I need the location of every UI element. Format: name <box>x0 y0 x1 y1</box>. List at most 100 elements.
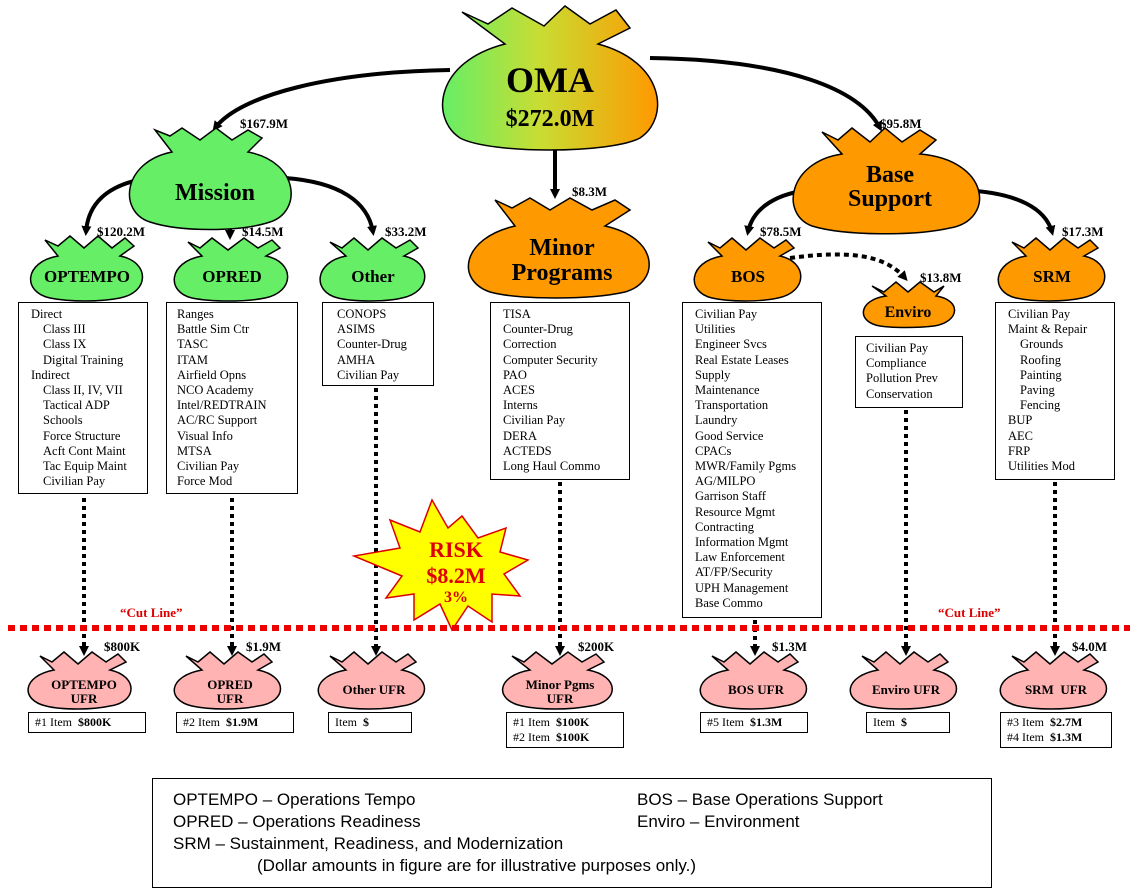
base-support-amount: $95.8M <box>880 116 922 131</box>
other-list-item: ASIMS <box>337 322 376 337</box>
other-list-item: Counter-Drug <box>337 337 407 352</box>
opred-list-item: TASC <box>177 337 208 352</box>
legend-optempo: OPTEMPO – Operations Tempo <box>173 790 416 809</box>
legend-bos: BOS – Base Operations Support <box>637 790 883 809</box>
ufr-item-label: #1 Item <box>35 715 78 729</box>
enviro-amount: $13.8M <box>920 270 962 285</box>
bos-list-item: Civilian Pay <box>695 307 758 321</box>
mission-amount: $167.9M <box>240 116 288 131</box>
risk-label: RISK <box>429 537 483 562</box>
other-bag <box>319 237 426 302</box>
minor-list-item: Correction <box>503 337 557 352</box>
opred-list-item: Intel/REDTRAIN <box>177 398 267 413</box>
opred-list-item: Force Mod <box>177 474 233 489</box>
cut-line-label-left: “Cut Line” <box>120 605 182 620</box>
optempo-list-item: Schools <box>43 413 83 428</box>
srm-list-item: Maint & Repair <box>1008 322 1088 337</box>
bos-ufr-bag <box>699 651 808 710</box>
opred-list-item: Battle Sim Ctr <box>177 322 250 337</box>
srm-ufr-bag <box>999 651 1108 710</box>
minor-list-item: PAO <box>503 367 527 382</box>
bos-ufr-title: BOS UFR <box>728 682 785 697</box>
legend-note: (Dollar amounts in figure are for illust… <box>257 856 697 875</box>
base-support-title-2: Support <box>848 186 932 212</box>
bos-list-item: Transportation <box>695 398 769 413</box>
arrow-oma-base <box>649 56 882 132</box>
ufr-item-label: #2 Item <box>513 730 556 744</box>
srm-ufr-item-row: #4 Item $1.3M <box>1007 730 1105 745</box>
bos-title: BOS <box>731 267 765 286</box>
optempo-list-item: Digital Training <box>43 352 124 367</box>
optempo-ufr-item-row: #1 Item $800K <box>35 715 139 730</box>
srm-amount: $17.3M <box>1062 224 1104 239</box>
ufr-item-label: #3 Item <box>1007 715 1050 729</box>
oma-bag <box>441 5 659 151</box>
srm-list-item: Roofing <box>1020 352 1061 367</box>
minor-programs-amount: $8.3M <box>572 184 607 199</box>
opred-ufr-amount: $1.9M <box>246 639 281 654</box>
bos-list-item: MWR/Family Pgms <box>695 459 797 474</box>
srm-list-item: Paving <box>1020 383 1055 398</box>
ufr-item-value: $2.7M <box>1050 715 1083 729</box>
enviro-bag <box>862 281 956 329</box>
bos-amount: $78.5M <box>760 224 802 239</box>
opred-list-item: Visual Info <box>177 428 233 443</box>
optempo-list-item: Indirect <box>31 367 70 382</box>
srm-list-item: FRP <box>1008 443 1031 458</box>
enviro-list-item: Civilian Pay <box>866 341 929 355</box>
opred-ufr-bag <box>173 651 282 710</box>
enviro-list-item: Conservation <box>866 386 933 401</box>
bos-list-item: Good Service <box>695 428 764 443</box>
bos-list-item: Laundry <box>695 413 738 428</box>
opred-ufr-items: #2 Item $1.9M <box>176 712 294 733</box>
minor-list-item: Civilian Pay <box>503 413 566 428</box>
optempo-ufr-amount: $800K <box>104 639 141 654</box>
oma-title: OMA <box>506 60 594 100</box>
ufr-item-value: $100K <box>556 715 590 729</box>
opred-bag <box>173 237 289 302</box>
legend-opred: OPRED – Operations Readiness <box>173 812 421 831</box>
minor-programs-bag <box>467 197 650 299</box>
opred-amount: $14.5M <box>242 224 284 239</box>
optempo-list-item: Class II, IV, VII <box>43 383 123 398</box>
risk-starburst <box>351 498 530 632</box>
ufr-item-value: $ <box>901 715 907 729</box>
legend-box: OPTEMPO – Operations Tempo BOS – Base Op… <box>152 778 992 888</box>
ufr-item-value: $100K <box>556 730 590 744</box>
legend-srm: SRM – Sustainment, Readiness, and Modern… <box>173 834 564 853</box>
mission-bag <box>128 127 292 231</box>
srm-ufr-items: #3 Item $2.7M#4 Item $1.3M <box>1000 712 1112 748</box>
srm-ufr-title: SRM UFR <box>1025 682 1088 697</box>
bos-list-item: Maintenance <box>695 383 760 398</box>
ufr-item-label: #1 Item <box>513 715 556 729</box>
other-ufr-items: Item $ <box>328 712 412 733</box>
other-list-item: CONOPS <box>337 307 387 321</box>
other-ufr-bag <box>317 651 426 710</box>
bos-list-item: Law Enforcement <box>695 550 785 565</box>
opred-title: OPRED <box>202 267 262 286</box>
other-list-item: AMHA <box>337 352 376 367</box>
bos-list-item: CPACs <box>695 443 732 458</box>
opred-list-item: ITAM <box>177 352 208 367</box>
bos-list-item: UPH Management <box>695 580 789 595</box>
bos-list-item: Garrison Staff <box>695 489 766 504</box>
risk-amount: $8.2M <box>426 563 486 588</box>
srm-list-item: BUP <box>1008 413 1033 428</box>
srm-title: SRM <box>1033 267 1071 286</box>
oma-amount: $272.0M <box>506 106 595 132</box>
bos-list-item: Contracting <box>695 519 755 534</box>
bos-list-item: Resource Mgmt <box>695 504 776 519</box>
ufr-item-label: #5 Item <box>707 715 750 729</box>
minor-programs-title-1: Minor <box>529 235 595 261</box>
ufr-item-value: $1.9M <box>226 715 259 729</box>
bos-list-item: AG/MILPO <box>695 474 756 489</box>
bos-list-item: Supply <box>695 367 731 382</box>
other-ufr-item-row: Item $ <box>335 715 405 730</box>
